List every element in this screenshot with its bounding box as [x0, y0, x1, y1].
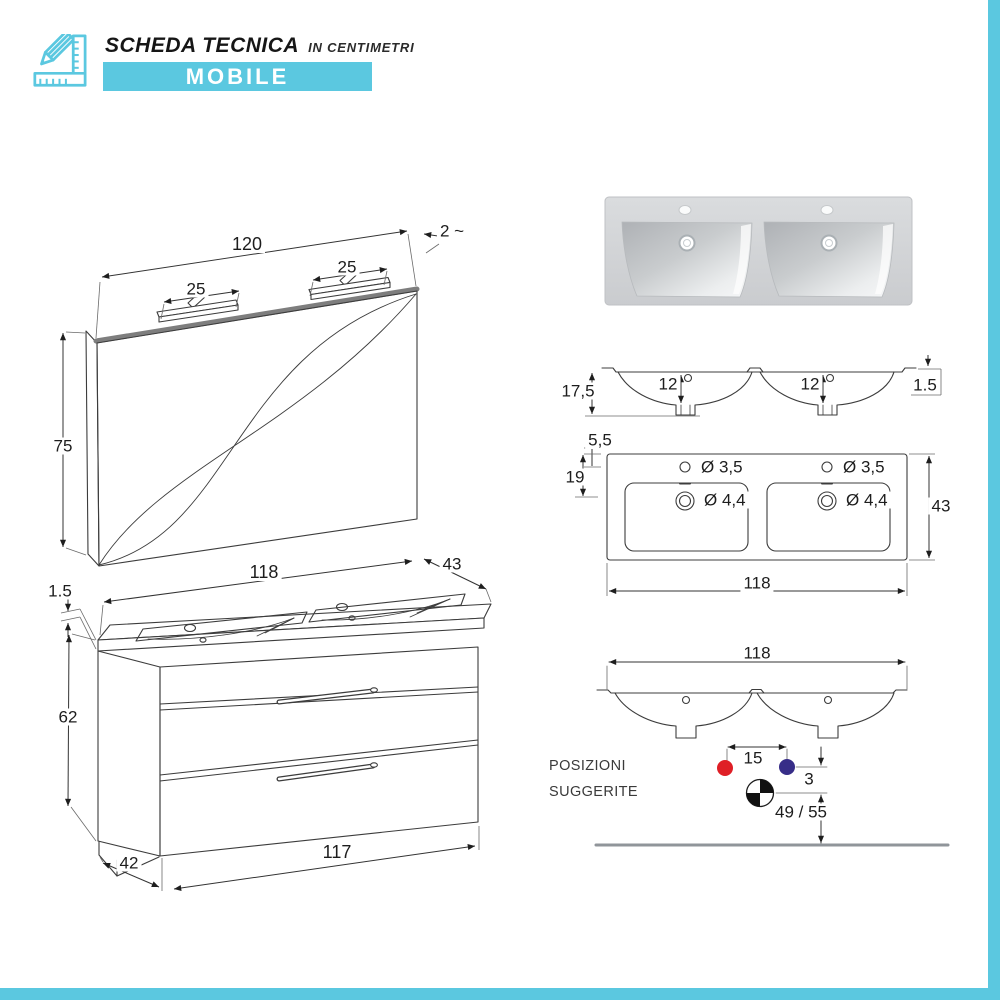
positions-note-line2: SUGGERITE	[549, 783, 638, 800]
positions-note-line1: POSIZIONI	[549, 757, 626, 774]
dim-plan-width: 118	[740, 574, 774, 592]
dim-faucet-hole-right: Ø 3,5	[840, 458, 888, 476]
dim-positions-width: 118	[740, 644, 774, 662]
dim-mirror-width: 120	[228, 235, 266, 253]
basin-plan-view	[606, 453, 908, 561]
dim-center-offset: 3	[801, 770, 817, 788]
vanity-drawing	[97, 593, 492, 877]
category-banner-label: MOBILE	[185, 63, 290, 89]
dim-vanity-depth: 42	[116, 854, 142, 872]
dim-section-bowl-left: 12	[655, 375, 681, 393]
dim-mirror-height: 75	[50, 437, 76, 455]
category-banner: MOBILE	[103, 62, 372, 91]
dim-plan-faucet-offset: 5,5	[585, 431, 615, 449]
page-subtitle: IN CENTIMETRI	[308, 40, 415, 55]
dim-drain-hole-right: Ø 4,4	[843, 491, 891, 509]
dim-vanity-top-depth: 43	[439, 555, 465, 573]
header: SCHEDA TECNICA IN CENTIMETRI MOBILE	[0, 0, 600, 120]
mirror-drawing	[85, 267, 420, 567]
dim-vanity-bottom-width: 117	[319, 843, 355, 861]
accent-border-right	[988, 0, 1000, 1000]
basin-render	[604, 196, 913, 306]
dim-mirror-thickness: 2 ~	[436, 222, 468, 240]
drain-center-icon	[745, 778, 775, 808]
basin-section-dimensions	[585, 355, 942, 417]
dim-section-rim: 1.5	[910, 376, 940, 394]
cold-water-dot	[779, 759, 795, 775]
dim-light-offset-left: 25	[183, 280, 209, 298]
page-title: SCHEDA TECNICA	[105, 34, 300, 57]
basin-section-view	[601, 367, 917, 416]
mirror-light-left	[156, 290, 239, 323]
dim-faucet-hole-left: Ø 3,5	[698, 458, 746, 476]
dim-section-bowl-right: 12	[797, 375, 823, 393]
drawer-handle-bottom	[276, 762, 378, 782]
drawer-handle-top	[276, 687, 378, 705]
pencil-ruler-icon	[33, 34, 87, 87]
dim-drain-spacing: 15	[740, 749, 766, 767]
dim-top-thickness: 1.5	[45, 582, 75, 600]
dim-plan-depth: 43	[928, 497, 954, 515]
dim-drain-hole-left: Ø 4,4	[701, 491, 749, 509]
dim-drain-height: 49 / 55	[772, 803, 830, 821]
positions-diagram	[594, 658, 950, 847]
dim-light-offset-right: 25	[334, 258, 360, 276]
hot-water-dot	[717, 760, 733, 776]
accent-border-bottom	[0, 988, 1000, 1000]
dim-plan-drain-offset: 19	[562, 468, 588, 486]
dim-vanity-top-width: 118	[246, 563, 282, 581]
dim-vanity-height: 62	[55, 708, 81, 726]
dim-section-total-depth: 17,5	[558, 382, 598, 400]
